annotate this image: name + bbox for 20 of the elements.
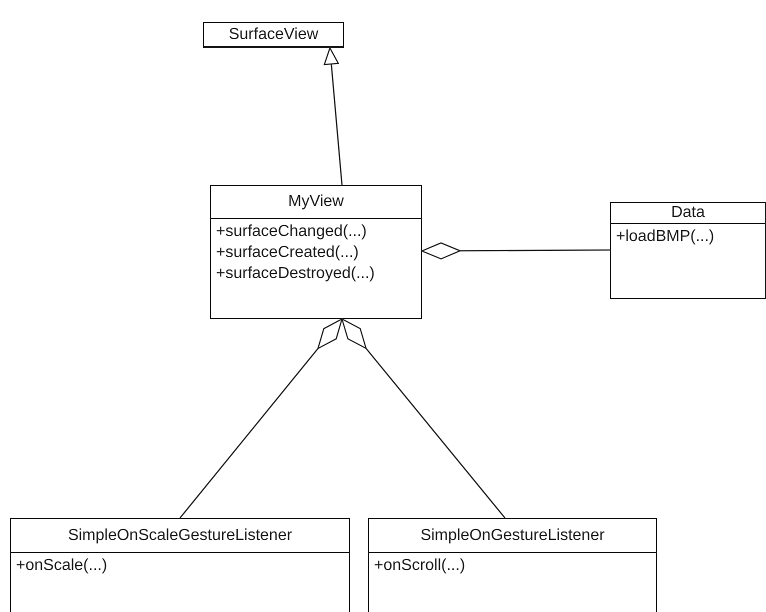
class-name: MyView <box>288 193 344 210</box>
inheritance-arrow <box>324 47 343 186</box>
method-name: +onScroll(...) <box>374 556 466 576</box>
class-name: SimpleOnScaleGestureListener <box>68 527 292 544</box>
aggregation-line <box>421 242 610 260</box>
class-box <box>10 518 350 612</box>
class-name: Data <box>671 204 705 221</box>
method-name: +surfaceDestroyed(...) <box>216 264 376 284</box>
class-box <box>368 518 657 612</box>
method-name: +loadBMP(...) <box>616 227 716 247</box>
aggregation-line <box>180 318 343 518</box>
class-box <box>203 22 344 48</box>
method-name: +surfaceCreated(...) <box>216 243 360 263</box>
method-name: +onScale(...) <box>16 556 108 576</box>
class-box <box>210 185 422 319</box>
method-name: +surfaceChanged(...) <box>216 222 368 242</box>
aggregation-line <box>341 318 506 518</box>
class-box <box>610 202 766 299</box>
class-name: SimpleOnGestureListener <box>420 527 605 544</box>
class-name: SurfaceView <box>228 26 318 43</box>
